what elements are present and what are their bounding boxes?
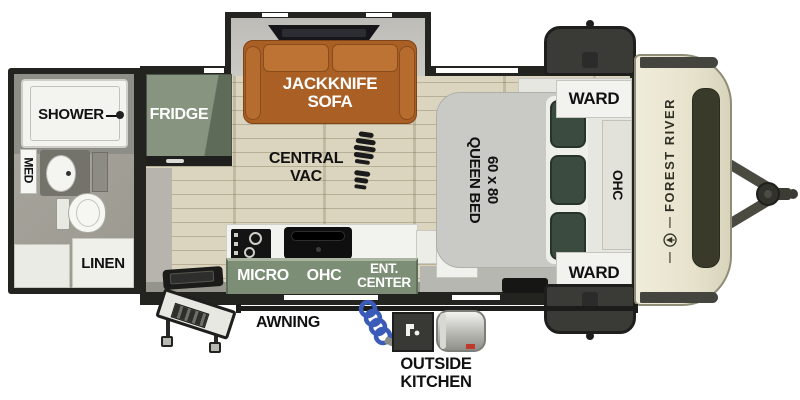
- ward-top-label: WARD: [568, 89, 620, 108]
- shower-head-line: [106, 115, 118, 117]
- wall-top-right: [424, 66, 642, 76]
- central-vac-label-line1: CENTRAL: [268, 150, 344, 167]
- window-bedroom-top: [436, 68, 518, 73]
- fridge-base: [146, 156, 232, 166]
- sofa-label-line2: SOFA: [307, 92, 353, 111]
- linen-label: LINEN: [81, 255, 125, 272]
- ent-center-label-line1: ENT.: [369, 261, 399, 276]
- bed-label-group: 60 x 80 QUEEN BED: [458, 120, 502, 240]
- sofa-cushion-left: [263, 44, 329, 72]
- micro-label: MICRO: [237, 267, 289, 284]
- outside-kitchen-label-line1: OUTSIDE: [400, 355, 472, 373]
- cooktop-burner-2: [244, 247, 255, 258]
- med-label: MED: [21, 157, 36, 184]
- window-bedroom-bottom: [452, 295, 500, 300]
- cooktop-knobs: [234, 233, 238, 257]
- cooktop-burner-1: [249, 232, 262, 245]
- fridge-handle: [166, 159, 184, 163]
- linen-cabinet: [72, 238, 134, 288]
- medicine-cabinet: [20, 149, 37, 194]
- overhead-cabinet-bedroom: [602, 120, 632, 250]
- nose-cap-top-band: [640, 57, 718, 68]
- slideout-tv-screen: [282, 29, 366, 37]
- ward-bottom-label: WARD: [568, 263, 620, 282]
- fridge: [146, 74, 232, 160]
- bed-label-line2: QUEEN BED: [466, 136, 483, 224]
- entry-steps-foot-right: [209, 342, 221, 353]
- sofa-label-line1: JACKKNIFE: [282, 74, 378, 93]
- wardrobe-top: [556, 80, 632, 118]
- shower-head-icon: [116, 111, 124, 119]
- awning-end-left: [236, 304, 241, 313]
- fridge-label: FRIDGE: [149, 106, 209, 123]
- slideout-window-left: [262, 13, 288, 17]
- storage-pod-top-latch: [582, 52, 598, 68]
- sink-bowl: [46, 155, 76, 192]
- nose-cap-bottom-band: [640, 292, 718, 303]
- ohc-kitchen-label: OHC: [306, 267, 342, 284]
- shower-label: SHOWER: [38, 106, 104, 123]
- outside-kitchen-griddle-cap: [440, 313, 446, 349]
- entry-steps-rail-left: [166, 306, 170, 338]
- outside-kitchen-faucet-icon: [406, 324, 420, 336]
- slideout-window-right: [366, 13, 392, 17]
- ohc-bedroom-label-group: OHC: [608, 161, 626, 209]
- storage-pod-bottom-latch: [582, 292, 598, 308]
- entry-steps-foot-left: [161, 336, 173, 347]
- entertainment-tv-dot: [316, 247, 321, 252]
- sofa-arm-right: [399, 46, 415, 120]
- toilet-seat-line: [76, 199, 100, 227]
- ohc-bedroom-label: OHC: [610, 169, 626, 201]
- outside-kitchen-label-line2: KITCHEN: [400, 373, 472, 391]
- wall-bottom: [140, 292, 642, 305]
- outside-kitchen-red-chip: [466, 344, 475, 349]
- pillow-2: [550, 155, 586, 205]
- central-vac-label-line2: VAC: [290, 168, 322, 185]
- wall-top-left: [140, 66, 232, 76]
- overhead-cabinet-band: [226, 258, 418, 294]
- ent-center-label-line2: CENTER: [357, 275, 411, 290]
- storage-pod-top: [544, 26, 636, 76]
- awning-rail: [238, 306, 638, 311]
- sofa-arm-left: [245, 46, 261, 120]
- sink-faucet: [66, 171, 71, 176]
- wall-divider: [134, 68, 146, 294]
- awning-label: AWNING: [256, 314, 320, 331]
- awning-end-right: [633, 304, 638, 313]
- window-top-left: [204, 68, 224, 73]
- front-window-panel: [692, 88, 720, 268]
- shower-pan: [21, 79, 128, 148]
- entertainment-tv-slot: [291, 231, 345, 241]
- sofa-cushion-right: [332, 44, 398, 72]
- bath-cabinet: [92, 152, 108, 192]
- outside-kitchen-box: [392, 312, 434, 352]
- boot-print-icon: [353, 131, 376, 190]
- bed-label-line1: 60 x 80: [484, 156, 501, 204]
- bedroom-door-mat: [502, 278, 548, 293]
- storage-pod-bottom-knob: [586, 332, 594, 340]
- bath-cabinet-lower: [14, 244, 70, 288]
- storage-pod-top-knob: [586, 20, 594, 28]
- window-kitchen: [284, 295, 378, 300]
